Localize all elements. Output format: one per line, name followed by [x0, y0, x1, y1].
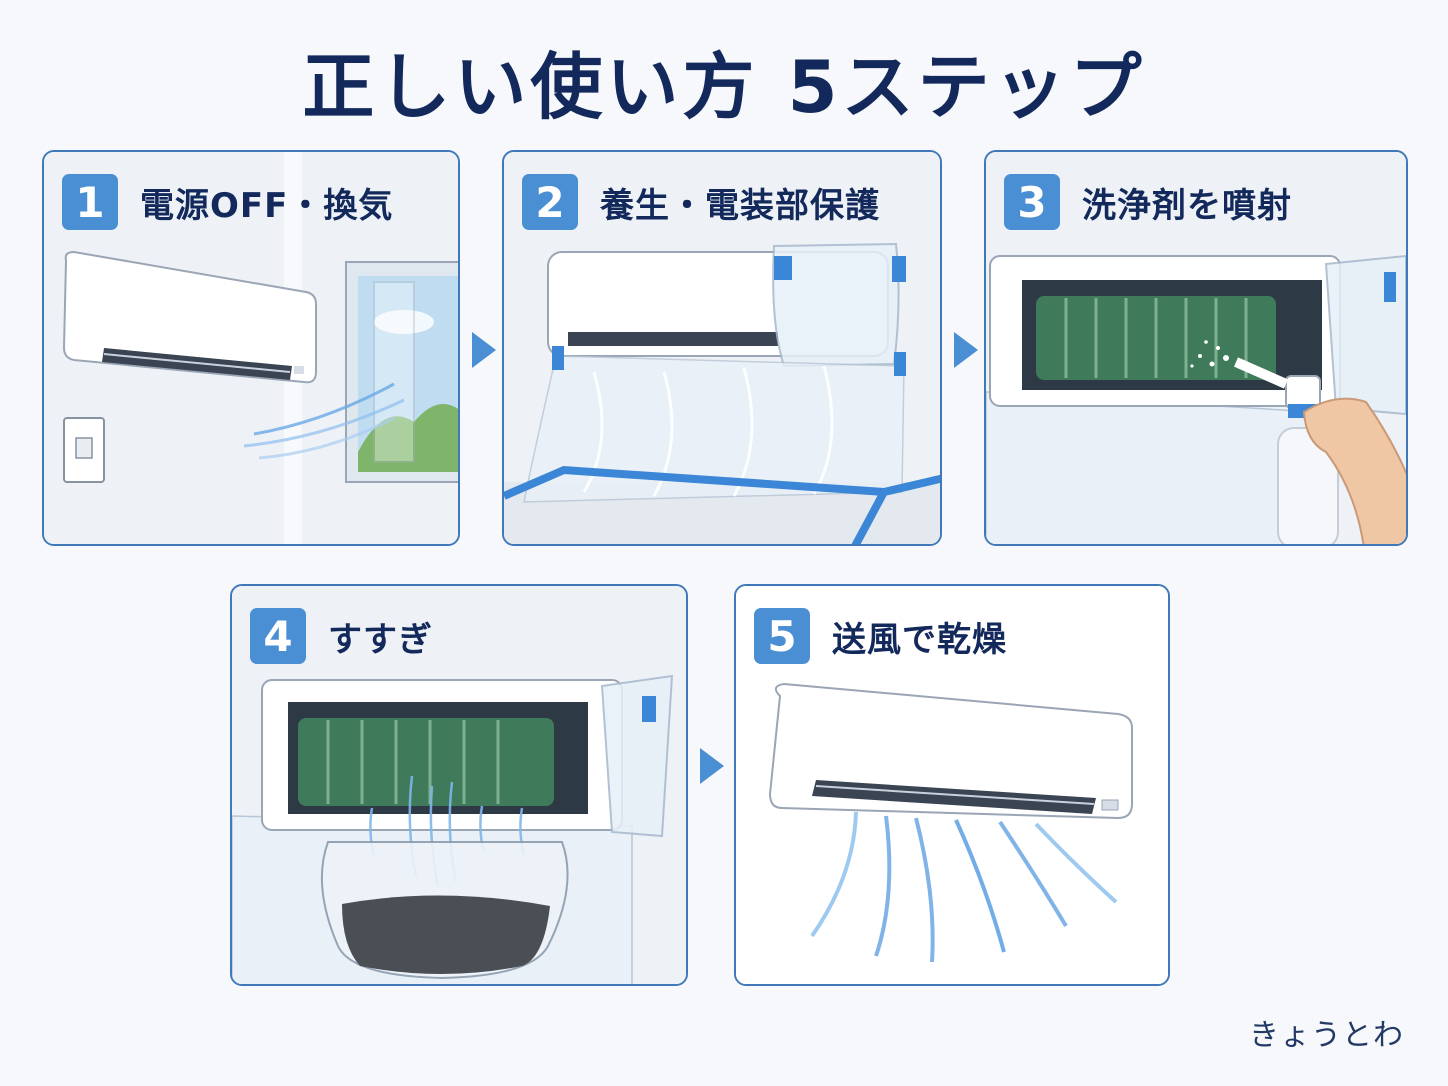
next-arrow-icon: [472, 332, 496, 368]
step-3-label: 洗浄剤を噴射: [1082, 185, 1292, 226]
step-2-number: 2: [522, 174, 578, 230]
step-5-number: 5: [754, 608, 810, 664]
step-1-illustration: [44, 152, 458, 544]
step-3-header: 3 洗浄剤を噴射: [1004, 174, 1292, 230]
step-card-4: 4 すすぎ: [230, 584, 688, 986]
step-1-number: 1: [62, 174, 118, 230]
step-5-header: 5 送風で乾燥: [754, 608, 1007, 664]
step-card-2: 2 養生・電装部保護: [502, 150, 942, 546]
step-5-label: 送風で乾燥: [832, 619, 1007, 660]
page-title: 正しい使い方 5ステップ: [302, 45, 1146, 129]
step-4-header: 4 すすぎ: [250, 608, 433, 664]
step-3-number: 3: [1004, 174, 1060, 230]
step-card-1: 1 電源OFF・換気: [42, 150, 460, 546]
step-2-label: 養生・電装部保護: [600, 185, 880, 226]
fan-drum-icon: [298, 718, 554, 806]
brand-name: きょうとわ: [1249, 1018, 1404, 1053]
next-arrow-icon: [954, 332, 978, 368]
step-4-number: 4: [250, 608, 306, 664]
step-card-3: 3 洗浄剤を噴射: [984, 150, 1408, 546]
step-5-illustration: [736, 586, 1168, 984]
step-4-illustration: [232, 586, 686, 984]
next-arrow-icon: [700, 748, 724, 784]
step-2-header: 2 養生・電装部保護: [522, 174, 880, 230]
step-4-label: すすぎ: [328, 619, 433, 660]
step-card-5: 5 送風で乾燥: [734, 584, 1170, 986]
step-1-header: 1 電源OFF・換気: [62, 174, 393, 230]
step-1-label: 電源OFF・換気: [140, 185, 394, 226]
